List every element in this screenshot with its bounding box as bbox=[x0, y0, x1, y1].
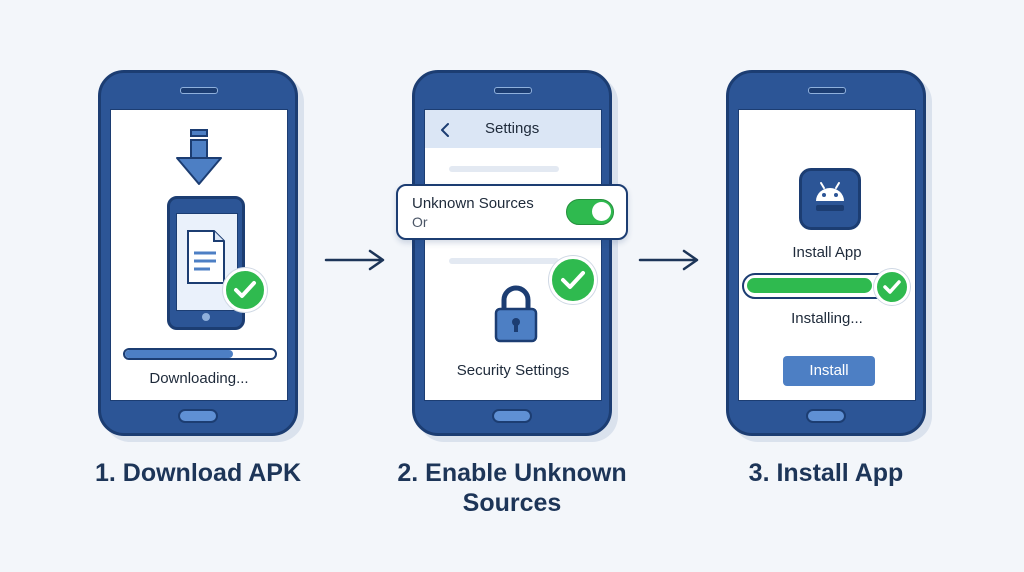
step-1-caption: 1. Download APK bbox=[94, 459, 302, 487]
small-phone-icon bbox=[167, 196, 245, 330]
arrow-right-icon bbox=[638, 249, 699, 271]
phone-screen: Install App Installing... Install bbox=[738, 109, 916, 401]
phone-settings: Settings Security Settings bbox=[412, 70, 612, 436]
unknown-sources-card[interactable]: Unknown Sources Or bbox=[396, 184, 628, 240]
check-icon bbox=[549, 256, 597, 304]
android-icon bbox=[816, 182, 844, 211]
install-button[interactable]: Install bbox=[783, 356, 875, 386]
install-progress-bar bbox=[742, 273, 900, 299]
install-progress-fill bbox=[747, 278, 872, 293]
home-button bbox=[806, 409, 846, 423]
step-3-caption: 3. Install App bbox=[748, 459, 904, 487]
unknown-sources-toggle[interactable] bbox=[566, 199, 614, 225]
install-app-label: Install App bbox=[792, 244, 862, 261]
placeholder-line bbox=[449, 258, 559, 264]
settings-header: Settings bbox=[425, 110, 601, 148]
phone-screen: Settings Security Settings bbox=[424, 109, 602, 401]
arrow-right-icon bbox=[324, 249, 385, 271]
toggle-knob bbox=[592, 202, 611, 221]
home-button bbox=[492, 409, 532, 423]
phone-screen: Downloading... bbox=[110, 109, 288, 401]
download-status: Downloading... bbox=[149, 370, 249, 387]
download-progress-fill bbox=[125, 350, 233, 358]
android-app-icon bbox=[799, 168, 861, 230]
download-progress-bar bbox=[123, 348, 277, 360]
phone-install: Install App Installing... Install bbox=[726, 70, 926, 436]
check-icon bbox=[223, 268, 267, 312]
check-icon bbox=[874, 269, 910, 305]
settings-title: Settings bbox=[485, 120, 540, 137]
phone-speaker bbox=[494, 87, 532, 94]
step-2-caption: 2. Enable Unknown Sources bbox=[382, 458, 642, 518]
step-2-caption-line2: Sources bbox=[462, 489, 562, 517]
download-arrow-icon bbox=[176, 129, 222, 185]
placeholder-line bbox=[449, 166, 559, 172]
document-icon bbox=[187, 230, 225, 284]
phone-download: Downloading... bbox=[98, 70, 298, 436]
security-settings-label: Security Settings bbox=[456, 362, 570, 379]
lock-icon bbox=[494, 285, 538, 343]
unknown-sources-sublabel: Or bbox=[412, 214, 428, 230]
back-chevron-icon[interactable] bbox=[439, 122, 451, 138]
phone-speaker bbox=[808, 87, 846, 94]
unknown-sources-label: Unknown Sources bbox=[412, 195, 534, 212]
phone-speaker bbox=[180, 87, 218, 94]
step-2-caption-line1: 2. Enable Unknown bbox=[397, 459, 627, 487]
home-button bbox=[178, 409, 218, 423]
installing-status: Installing... bbox=[791, 310, 863, 327]
